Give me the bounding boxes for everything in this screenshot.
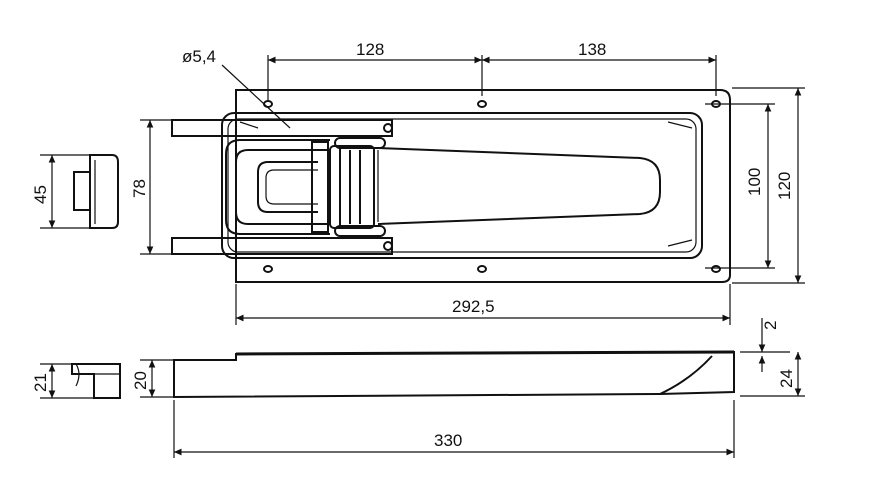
hole-spacing-right-label: 138 xyxy=(578,40,606,59)
body-height-dimension: 20 xyxy=(131,359,174,398)
overall-length-label: 330 xyxy=(434,431,462,450)
plate-length-label: 292,5 xyxy=(452,297,495,316)
right-height-dimensions: 100 120 xyxy=(705,87,805,284)
mounting-holes xyxy=(263,100,721,273)
tapered-lever xyxy=(377,147,661,225)
keeper-height-label: 45 xyxy=(31,185,50,204)
overall-height-label: 24 xyxy=(777,369,796,388)
hinge-block xyxy=(311,137,386,237)
keeper-thickness-label: 21 xyxy=(31,373,50,392)
hole-diameter-label: ø5,4 xyxy=(182,47,216,66)
keeper-side-view: 21 xyxy=(31,363,121,399)
top-hole-dimensions: 128 138 xyxy=(267,40,717,100)
plate-inner-height-label: 100 xyxy=(745,168,764,196)
keeper-top-view: 45 xyxy=(31,154,119,229)
body-height-label: 20 xyxy=(131,371,150,390)
overall-length-dimension: 330 xyxy=(173,400,735,458)
plate-length-dimension: 292,5 xyxy=(235,284,731,325)
plate-outer-height-label: 120 xyxy=(775,172,794,200)
hole-spacing-left-label: 128 xyxy=(356,40,384,59)
side-body-outline xyxy=(173,350,735,399)
plate-thickness-dimension: 2 xyxy=(740,318,790,372)
plate-inner-frame xyxy=(221,112,703,259)
hole-diameter-callout: ø5,4 xyxy=(182,47,291,129)
handle-loop xyxy=(225,139,330,235)
top-view: ø5,4 128 138 100 120 78 xyxy=(130,40,805,325)
base-plate-outline xyxy=(235,89,731,283)
side-view: 2 24 20 330 xyxy=(131,318,805,458)
arm-spacing-label: 78 xyxy=(130,179,149,198)
overall-height-dimension: 24 xyxy=(740,352,805,397)
plate-thickness-label: 2 xyxy=(761,321,780,330)
arm-spacing-dimension: 78 xyxy=(130,119,172,255)
